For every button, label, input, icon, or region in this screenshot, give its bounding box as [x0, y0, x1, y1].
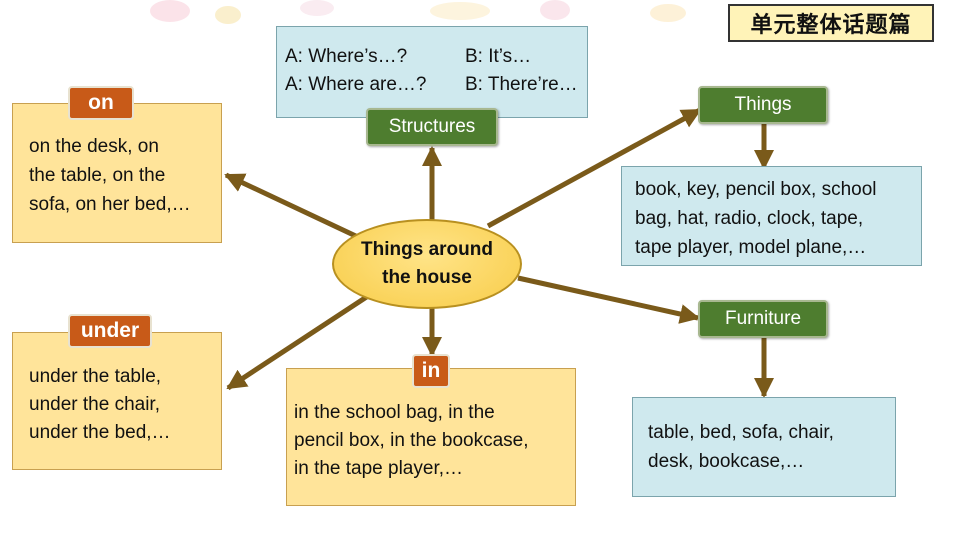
on-tag: on [68, 86, 134, 120]
furniture-line: table, bed, sofa, chair, [648, 422, 834, 443]
under-line: under the chair, [29, 394, 160, 415]
under-tag: under [68, 314, 152, 348]
structure-question: A: Where’s…? [285, 46, 408, 67]
on-line: on the desk, on [29, 136, 159, 157]
things-tag: Things [698, 86, 828, 124]
confetti-decoration [300, 0, 334, 16]
under-box: under the table, under the chair, under … [12, 332, 222, 470]
confetti-decoration [215, 6, 241, 24]
things-line: tape player, model plane,… [635, 237, 867, 258]
center-topic-ellipse: Things around the house [332, 219, 522, 309]
center-topic-line: the house [382, 267, 472, 288]
in-line: in the school bag, in the [294, 402, 495, 423]
in-line: pencil box, in the bookcase, [294, 430, 529, 451]
under-line: under the table, [29, 366, 162, 387]
confetti-decoration [430, 2, 490, 20]
center-topic-line: Things around [361, 239, 493, 260]
structures-row: A: Where are…? B: There’re… [285, 71, 587, 99]
confetti-decoration [150, 0, 190, 22]
in-line: in the tape player,… [294, 458, 463, 479]
under-line: under the bed,… [29, 422, 171, 443]
title-tag: 单元整体话题篇 [728, 4, 934, 42]
structure-question: A: Where are…? [285, 74, 427, 95]
confetti-decoration [540, 0, 570, 20]
furniture-box: table, bed, sofa, chair, desk, bookcase,… [632, 397, 896, 497]
arrow-to-furniture [517, 275, 700, 324]
structures-box: A: Where’s…? B: It’s… A: Where are…? B: … [276, 26, 588, 118]
on-line: the table, on the [29, 165, 166, 186]
arrow-to-under [226, 293, 370, 391]
on-box: on the desk, on the table, on the sofa, … [12, 103, 222, 243]
things-box: book, key, pencil box, school bag, hat, … [621, 166, 922, 266]
structure-answer: B: It’s… [465, 46, 532, 67]
furniture-line: desk, bookcase,… [648, 451, 805, 472]
structures-tag: Structures [366, 108, 498, 146]
in-tag: in [412, 354, 450, 388]
structure-answer: B: There’re… [465, 74, 578, 95]
furniture-tag: Furniture [698, 300, 828, 338]
things-line: book, key, pencil box, school [635, 179, 877, 200]
structures-row: A: Where’s…? B: It’s… [285, 43, 587, 71]
confetti-decoration [650, 4, 686, 22]
arrow-to-on [224, 172, 362, 241]
arrow-to-things [486, 107, 702, 229]
on-line: sofa, on her bed,… [29, 194, 191, 215]
in-box: in the school bag, in the pencil box, in… [286, 368, 576, 506]
things-line: bag, hat, radio, clock, tape, [635, 208, 864, 229]
